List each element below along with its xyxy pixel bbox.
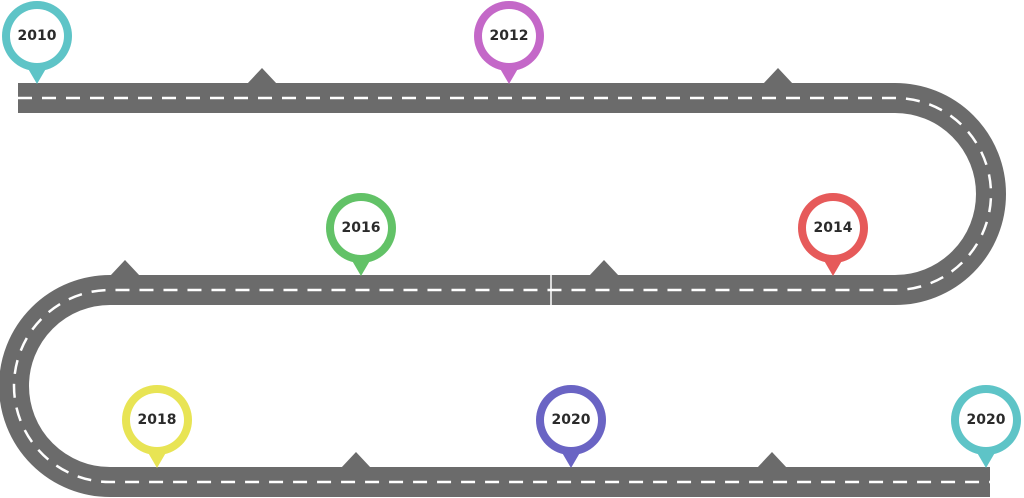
- pin-face: [806, 201, 860, 255]
- pin-label: 2020: [552, 412, 591, 428]
- pin-label: 2012: [490, 28, 529, 44]
- road-center-dashes: [12, 96, 993, 484]
- pin-face: [482, 9, 536, 63]
- road-marker: [247, 68, 277, 84]
- road: [0, 83, 1006, 497]
- road-marker: [763, 68, 793, 84]
- road-markers: [110, 68, 793, 468]
- pin-label: 2014: [814, 220, 853, 236]
- road-marker: [341, 452, 371, 468]
- milestone-pin-2012: 2012: [474, 1, 544, 84]
- milestone-pin-2014: 2014: [798, 193, 868, 276]
- pin-label: 2020: [967, 412, 1006, 428]
- road-marker: [110, 260, 140, 276]
- milestone-pin-2010: 2010: [2, 1, 72, 84]
- pin-label: 2010: [18, 28, 57, 44]
- pin-label: 2018: [138, 412, 177, 428]
- milestone-pin-2018: 2018: [122, 385, 192, 468]
- pin-face: [544, 393, 598, 447]
- road-marker: [589, 260, 619, 276]
- milestone-pin-2020-end: 2020: [951, 385, 1021, 468]
- milestone-pin-2020: 2020: [536, 385, 606, 468]
- road-marker: [757, 452, 787, 468]
- pin-face: [959, 393, 1013, 447]
- pin-label: 2016: [342, 220, 381, 236]
- pin-face: [130, 393, 184, 447]
- pin-face: [10, 9, 64, 63]
- milestone-pin-2016: 2016: [326, 193, 396, 276]
- pin-face: [334, 201, 388, 255]
